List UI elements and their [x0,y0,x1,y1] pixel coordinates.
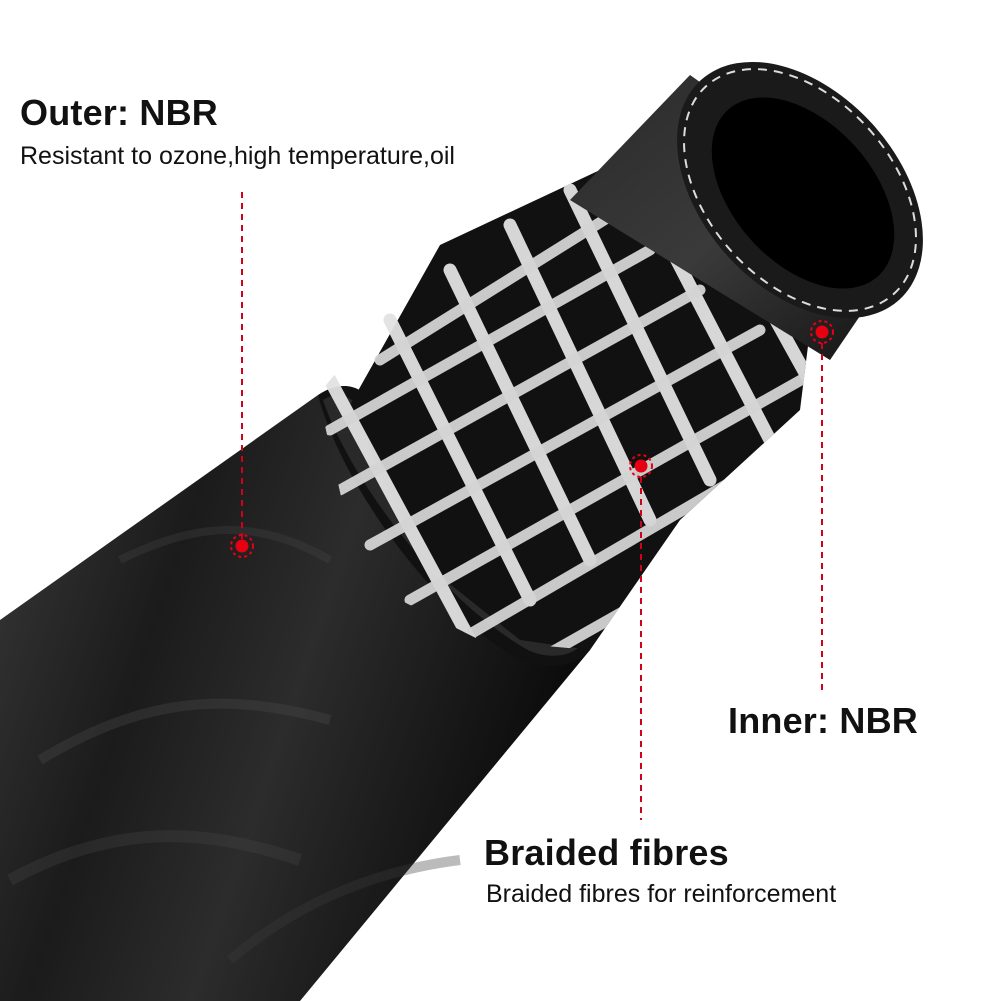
inner-marker-icon [810,320,834,344]
braid-layer-description: Braided fibres for reinforcement [486,880,837,908]
inner-rubber-tube [570,61,923,360]
inner-layer-title: Inner: NBR [728,700,918,741]
braid-marker-icon [629,454,653,478]
outer-layer-description: Resistant to ozone,high temperature,oil [20,142,455,170]
outer-layer-title: Outer: NBR [20,92,218,133]
braid-layer-title: Braided fibres [484,832,729,873]
leader-lines [241,192,823,820]
outer-marker-icon [230,534,254,558]
